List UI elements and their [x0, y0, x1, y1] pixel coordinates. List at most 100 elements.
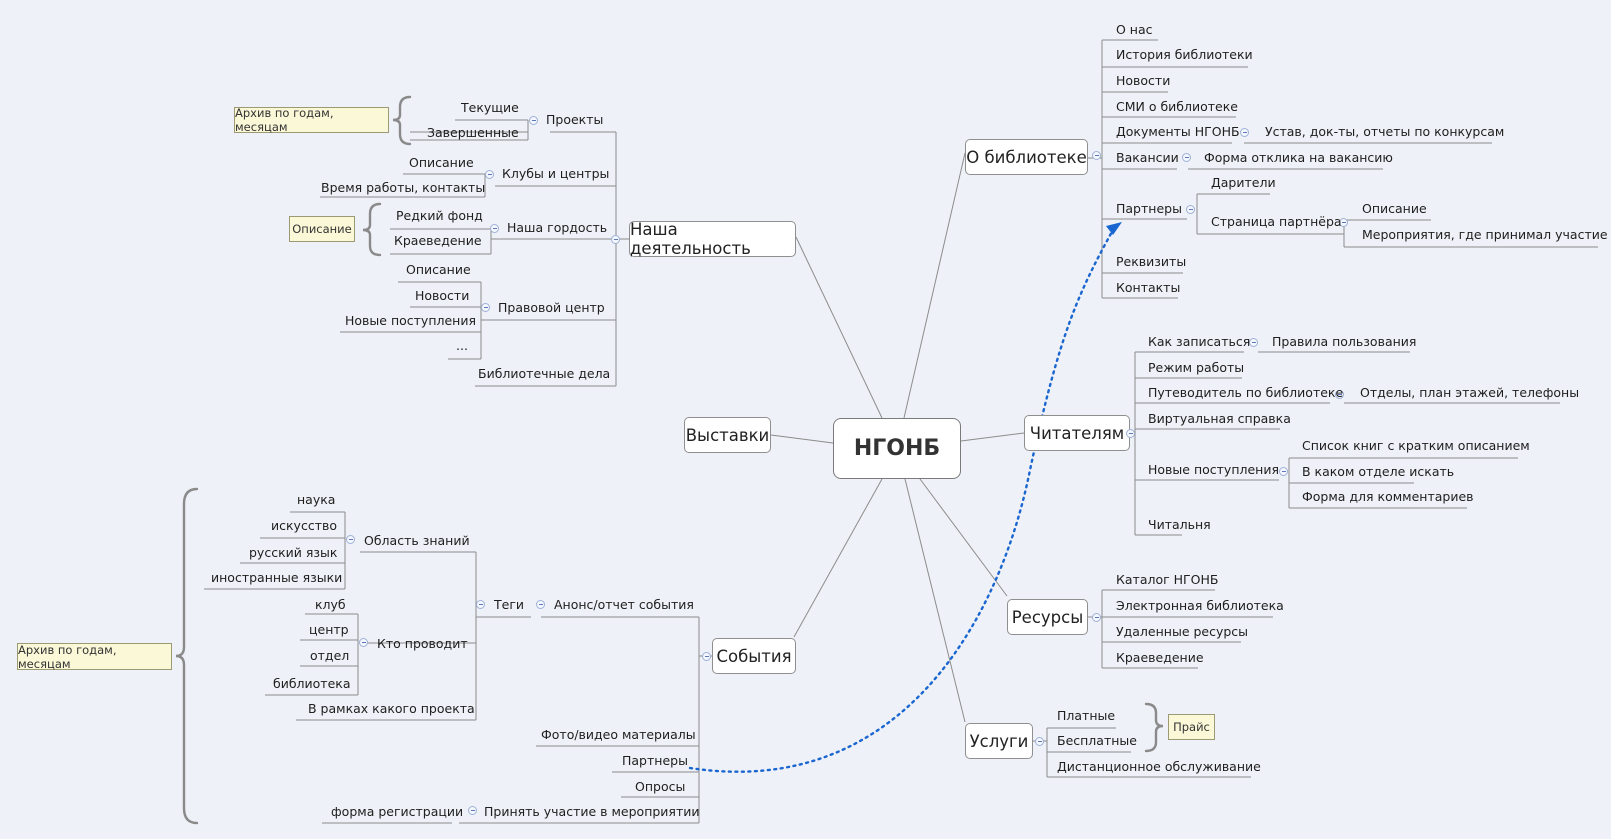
collapse-toggle-icon[interactable]: [1249, 338, 1258, 347]
topic-events[interactable]: События: [712, 638, 796, 674]
tag-art[interactable]: искусство: [271, 518, 337, 533]
subtopic-photo-video[interactable]: Фото/видео материалы: [541, 727, 696, 742]
subtopic-participate[interactable]: Принять участие в мероприятии: [484, 804, 700, 819]
subtopic-local-history[interactable]: Краеведение: [394, 233, 482, 248]
tag-project-frame[interactable]: В рамках какого проекта: [308, 701, 475, 716]
subtopic-about-us[interactable]: О нас: [1116, 22, 1153, 37]
subtopic-contacts[interactable]: Контакты: [1116, 280, 1181, 295]
subtopic-polls[interactable]: Опросы: [635, 779, 686, 794]
subtopic-who-conducts[interactable]: Кто проводит: [377, 636, 468, 651]
subtopic-library-affairs[interactable]: Библиотечные дела: [478, 366, 611, 381]
subtopic-free[interactable]: Бесплатные: [1057, 733, 1137, 748]
subtopic-clubs-hours[interactable]: Время работы, контакты: [321, 180, 486, 195]
note-price: Прайс: [1168, 714, 1215, 740]
topic-about[interactable]: О библиотеке: [965, 139, 1088, 175]
collapse-toggle-icon[interactable]: [1092, 613, 1101, 622]
subtopic-legal-more[interactable]: ...: [456, 338, 468, 353]
subtopic-legal-new-arrivals[interactable]: Новые поступления: [345, 313, 476, 328]
subtopic-media[interactable]: СМИ о библиотеке: [1116, 99, 1238, 114]
note-archive-projects: Архив по годам, месяцам: [234, 106, 389, 134]
tag-science[interactable]: наука: [297, 492, 336, 507]
subtopic-new-arrivals[interactable]: Новые поступления: [1148, 462, 1279, 477]
subtopic-current[interactable]: Текущие: [461, 100, 519, 115]
subtopic-partner-page[interactable]: Страница партнёра: [1211, 214, 1342, 229]
subtopic-history[interactable]: История библиотеки: [1116, 47, 1253, 62]
subtopic-requisites[interactable]: Реквизиты: [1116, 254, 1187, 269]
subtopic-guide[interactable]: Путеводитель по библиотеке: [1148, 385, 1344, 400]
tag-center[interactable]: центр: [309, 622, 349, 637]
collapse-toggle-icon[interactable]: [611, 235, 620, 244]
subtopic-rules[interactable]: Правила пользования: [1272, 334, 1417, 349]
collapse-toggle-icon[interactable]: [1240, 128, 1249, 137]
tag-russian[interactable]: русский язык: [249, 545, 338, 560]
subtopic-clubs-centers[interactable]: Клубы и центры: [502, 166, 610, 181]
topic-services[interactable]: Услуги: [965, 723, 1033, 759]
subtopic-documents[interactable]: Документы НГОНБ: [1116, 124, 1240, 139]
topic-readers[interactable]: Читателям: [1024, 415, 1130, 451]
subtopic-which-dept[interactable]: В каком отделе искать: [1302, 464, 1455, 479]
subtopic-e-library[interactable]: Электронная библиотека: [1116, 598, 1284, 613]
subtopic-projects[interactable]: Проекты: [546, 112, 604, 127]
subtopic-how-to-join[interactable]: Как записаться: [1148, 334, 1251, 349]
subtopic-vacancy-form[interactable]: Форма отклика на вакансию: [1204, 150, 1393, 165]
collapse-toggle-icon[interactable]: [359, 638, 368, 647]
subtopic-legal-center[interactable]: Правовой центр: [498, 300, 605, 315]
collapse-toggle-icon[interactable]: [529, 116, 538, 125]
subtopic-guide-child[interactable]: Отделы, план этажей, телефоны: [1360, 385, 1580, 400]
collapse-toggle-icon[interactable]: [468, 806, 477, 815]
collapse-toggle-icon[interactable]: [476, 600, 485, 609]
collapse-toggle-icon[interactable]: [490, 224, 499, 233]
collapse-toggle-icon[interactable]: [536, 600, 545, 609]
subtopic-paid[interactable]: Платные: [1057, 708, 1116, 723]
central-topic[interactable]: НГОНБ: [833, 418, 961, 479]
subtopic-opening-hours[interactable]: Режим работы: [1148, 360, 1245, 375]
tag-foreign-languages[interactable]: иностранные языки: [211, 570, 343, 585]
collapse-toggle-icon[interactable]: [1182, 153, 1191, 162]
collapse-toggle-icon[interactable]: [1126, 429, 1135, 438]
collapse-toggle-icon[interactable]: [1279, 467, 1288, 476]
subtopic-remote-service[interactable]: Дистанционное обслуживание: [1057, 759, 1261, 774]
subtopic-comments-form[interactable]: Форма для комментариев: [1302, 489, 1474, 504]
collapse-toggle-icon[interactable]: [1339, 218, 1348, 227]
subtopic-reading-room[interactable]: Читальня: [1148, 517, 1211, 532]
subtopic-legal-news[interactable]: Новости: [415, 288, 470, 303]
subtopic-partner-description[interactable]: Описание: [1362, 201, 1427, 216]
subtopic-completed[interactable]: Завершенные: [427, 125, 519, 140]
topic-our-activity[interactable]: Наша деятельность: [629, 220, 796, 258]
subtopic-virtual-help[interactable]: Виртуальная справка: [1148, 411, 1291, 426]
subtopic-legal-description[interactable]: Описание: [406, 262, 471, 277]
subtopic-tags[interactable]: Теги: [494, 597, 525, 612]
subtopic-resources-local-history[interactable]: Краеведение: [1116, 650, 1204, 665]
subtopic-field-of-knowledge[interactable]: Область знаний: [364, 533, 470, 548]
tag-department[interactable]: отдел: [310, 648, 350, 663]
collapse-toggle-icon[interactable]: [702, 652, 711, 661]
collapse-toggle-icon[interactable]: [1035, 737, 1044, 746]
subtopic-documents-child[interactable]: Устав, док-ты, отчеты по конкурсам: [1265, 124, 1505, 139]
subtopic-announce[interactable]: Анонс/отчет события: [554, 597, 694, 612]
collapse-toggle-icon[interactable]: [481, 303, 490, 312]
subtopic-donors[interactable]: Дарители: [1211, 175, 1276, 190]
collapse-toggle-icon[interactable]: [346, 535, 355, 544]
subtopic-news[interactable]: Новости: [1116, 73, 1171, 88]
tag-club[interactable]: клуб: [315, 597, 346, 612]
tag-library[interactable]: библиотека: [273, 676, 351, 691]
subtopic-book-list[interactable]: Список книг с кратким описанием: [1302, 438, 1530, 453]
collapse-toggle-icon[interactable]: [1335, 390, 1344, 399]
collapse-toggle-icon[interactable]: [1186, 205, 1195, 214]
subtopic-vacancies[interactable]: Вакансии: [1116, 150, 1179, 165]
subtopic-partner-events[interactable]: Мероприятия, где принимал участие: [1362, 227, 1608, 242]
note-pride-description: Описание: [289, 216, 355, 242]
collapse-toggle-icon[interactable]: [485, 170, 494, 179]
subtopic-partners[interactable]: Партнеры: [1116, 201, 1182, 216]
subtopic-registration-form[interactable]: форма регистрации: [331, 804, 464, 819]
subtopic-clubs-description[interactable]: Описание: [409, 155, 474, 170]
subtopic-remote-resources[interactable]: Удаленные ресурсы: [1116, 624, 1249, 639]
topic-exhibitions[interactable]: Выставки: [684, 417, 771, 453]
subtopic-our-pride[interactable]: Наша гордость: [507, 220, 608, 235]
topic-resources[interactable]: Ресурсы: [1007, 599, 1088, 635]
subtopic-rare-fund[interactable]: Редкий фонд: [396, 208, 483, 223]
subtopic-catalog[interactable]: Каталог НГОНБ: [1116, 572, 1219, 587]
collapse-toggle-icon[interactable]: [1092, 151, 1101, 160]
subtopic-event-partners[interactable]: Партнеры: [622, 753, 688, 768]
